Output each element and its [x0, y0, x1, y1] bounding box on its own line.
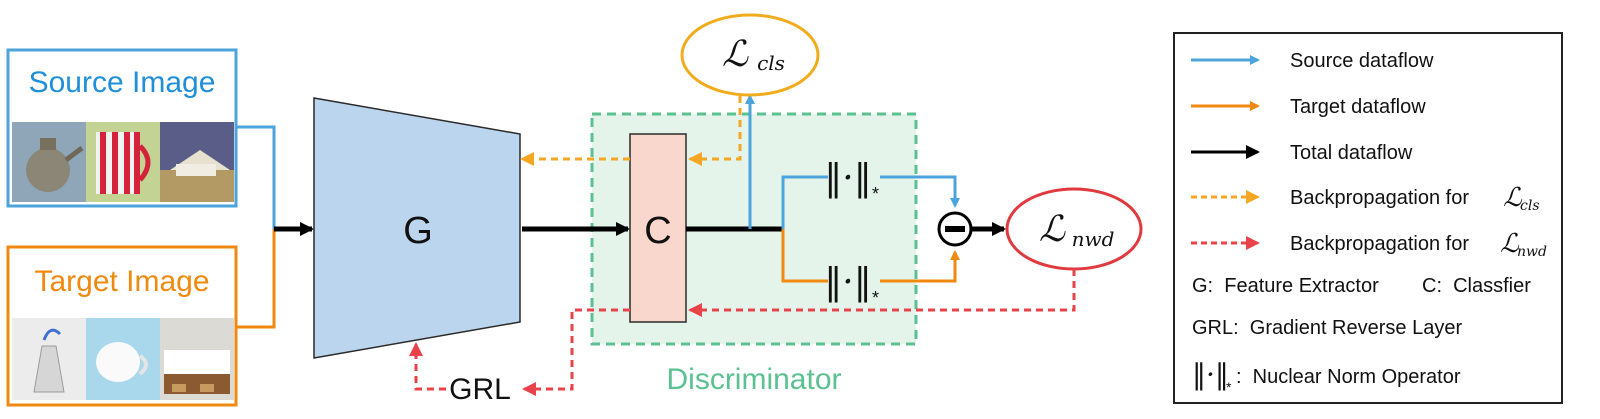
source-image-box: Source Image [6, 48, 238, 208]
backprop-cls-to-c [688, 96, 742, 166]
legend-bp-cls-label: Backpropagation for [1290, 187, 1469, 209]
feature-extractor-g [313, 97, 521, 359]
classifier-c [629, 133, 687, 323]
legend-bp-nwd-subscript: nwd [1517, 244, 1547, 260]
bed-thumbnail [160, 318, 234, 400]
loss-nwd-symbol: ℒ [1039, 209, 1066, 250]
source-image-label: Source Image [29, 66, 216, 99]
c-label: C [644, 210, 671, 252]
nuclear-norm-source: ‖·‖ * [824, 158, 879, 204]
mug-thumbnail [86, 122, 160, 202]
legend-item-source: Source dataflow [1191, 50, 1434, 72]
norm-symbol: ‖·‖ [824, 158, 871, 199]
backprop-grl-to-g [409, 342, 446, 391]
norm-symbol: ‖·‖ [824, 262, 871, 303]
legend-bp-cls-symbol: ℒ [1503, 183, 1523, 213]
loss-nwd-subscript: nwd [1072, 227, 1115, 251]
target-feed-line [236, 229, 276, 329]
source-thumbnails [12, 122, 234, 202]
legend-item-total: Total dataflow [1191, 142, 1413, 164]
legend-norm-symbol: ‖·‖ [1192, 358, 1229, 391]
grl-label: GRL [449, 373, 511, 406]
kettle-thumbnail [12, 318, 86, 400]
legend-item-norm-def: ‖·‖ * : Nuclear Norm Operator [1192, 358, 1461, 395]
norm-subscript: * [872, 184, 879, 204]
loss-nwd: ℒ nwd [1005, 187, 1143, 271]
legend-item-bp-nwd: Backpropagation for ℒ nwd [1191, 229, 1547, 260]
legend-total-label: Total dataflow [1290, 142, 1413, 164]
source-feed-line [236, 125, 276, 229]
target-branch-line [781, 229, 828, 283]
loss-cls: ℒ cls [680, 13, 820, 97]
legend-grl-def: GRL: Gradient Reverse Layer [1192, 317, 1462, 339]
target-thumbnails [12, 318, 234, 400]
legend-norm-def: : Nuclear Norm Operator [1236, 366, 1461, 388]
bed-thumbnail [160, 122, 234, 202]
legend: Source dataflow Target dataflow Total da… [1173, 32, 1563, 404]
legend-target-label: Target dataflow [1290, 96, 1426, 118]
norm-subscript: * [872, 288, 879, 308]
loss-cls-symbol: ℒ [722, 34, 749, 75]
backprop-nwd-to-c [688, 269, 1076, 317]
loss-cls-subscript: cls [757, 51, 785, 75]
minus-operator [937, 211, 973, 247]
target-norm-to-minus [880, 250, 960, 283]
g-label: G [403, 210, 433, 252]
legend-bp-nwd-label: Backpropagation for [1290, 233, 1469, 255]
source-norm-to-minus [880, 175, 960, 208]
legend-item-grl-def: GRL: Gradient Reverse Layer [1192, 317, 1462, 339]
legend-item-defs-gc: G: Feature Extractor C: Classfier [1192, 275, 1531, 297]
legend-source-label: Source dataflow [1290, 50, 1434, 72]
legend-bp-cls-subscript: cls [1520, 198, 1540, 214]
backprop-nwd-to-grl [522, 308, 630, 396]
legend-g-def: G: Feature Extractor [1192, 275, 1379, 297]
legend-norm-subscript: * [1226, 379, 1232, 395]
source-branch-line [781, 175, 828, 229]
target-image-label: Target Image [34, 265, 209, 298]
kettle-thumbnail [12, 122, 86, 202]
nuclear-norm-target: ‖·‖ * [824, 262, 879, 308]
discriminator-label: Discriminator [666, 363, 841, 396]
legend-c-def: C: Classfier [1422, 275, 1531, 297]
legend-item-bp-cls: Backpropagation for ℒ cls [1191, 183, 1540, 214]
target-image-box: Target Image [6, 245, 238, 407]
legend-bp-nwd-symbol: ℒ [1500, 229, 1520, 259]
mug-thumbnail [86, 318, 160, 400]
legend-item-target: Target dataflow [1191, 96, 1426, 118]
